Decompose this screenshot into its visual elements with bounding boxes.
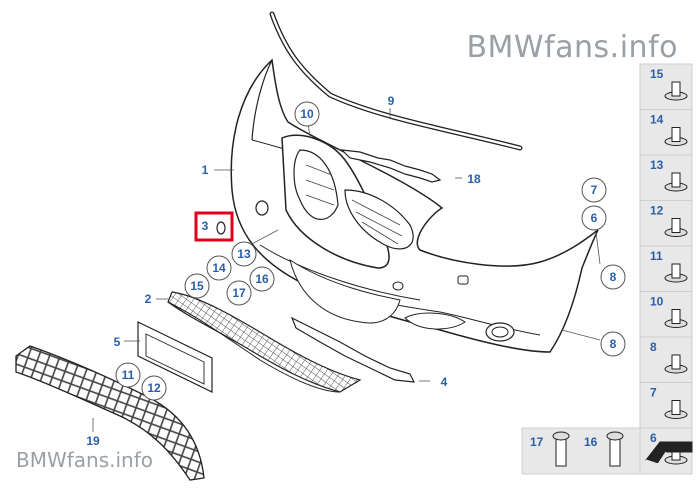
sidebar-part-8: 8	[640, 336, 692, 374]
sidebar-part-14: 14	[640, 109, 692, 146]
sidebar-part-number: 10	[650, 295, 664, 309]
sidebar-parts-list: 15 14 13 12 11 10 8 7 6	[640, 67, 692, 465]
sidebar-part-11: 11	[640, 245, 692, 283]
callout-8-c8b: 8	[600, 331, 626, 357]
sidebar-part-7: 7	[640, 382, 692, 419]
sidebar-part-number: 11	[650, 249, 663, 263]
callout-14-c14: 14	[206, 255, 232, 281]
callout-17-c17: 17	[226, 280, 252, 306]
callout-text: 6	[591, 211, 598, 225]
sidebar-part-number: 12	[650, 204, 664, 218]
sidebar-part-10: 10	[640, 291, 692, 328]
callout-text: 13	[237, 247, 251, 261]
bottom-part-number: 16	[584, 435, 598, 449]
callout-text: 11	[122, 368, 135, 382]
callout-text: 14	[212, 261, 226, 275]
parts-sidebar	[639, 63, 693, 475]
callout-6-c6: 6	[581, 205, 607, 231]
license-plate-bracket-part	[137, 321, 213, 393]
tow-hook-cover-part	[216, 221, 226, 235]
callout-19-c19: 19	[86, 434, 100, 448]
sidebar-part-number: 6	[650, 431, 657, 445]
callout-text: 9	[388, 94, 395, 108]
bottom-part-number: 17	[530, 435, 544, 449]
callout-1-c1: 1	[202, 163, 209, 177]
carrier-19-part	[15, 345, 205, 481]
callout-text: 5	[114, 335, 121, 349]
callout-10-c10: 10	[294, 101, 320, 127]
callout-text: 4	[441, 375, 448, 389]
bumper-trim-panel-part	[230, 58, 599, 353]
bottom-part-17: 17	[530, 431, 570, 467]
callout-text: 7	[591, 183, 598, 197]
sidebar-part-number: 7	[650, 386, 657, 400]
bracket-18-part	[340, 149, 442, 183]
callout-text: 19	[86, 434, 100, 448]
highlight-box	[194, 211, 234, 242]
callout-3-c3: 3	[194, 211, 234, 242]
watermark-top: BMWfans.info	[466, 30, 678, 65]
callout-15-c15: 15	[184, 273, 210, 299]
kidney-grille-part	[281, 134, 414, 269]
callout-text: 12	[147, 381, 161, 395]
callout-11-c11: 11	[115, 362, 141, 388]
sidebar-part-number: 15	[650, 67, 664, 81]
sidebar-part-number: 13	[650, 158, 664, 172]
sidebar-part-number: 14	[650, 113, 664, 127]
callout-text: 3	[202, 219, 209, 233]
callout-8-c8a: 8	[600, 264, 626, 290]
folded-arrow-icon	[645, 441, 693, 465]
callout-13-c13: 13	[231, 241, 257, 267]
lower-bracket-part	[290, 316, 416, 383]
callout-5-c5: 5	[114, 335, 121, 349]
watermark-bottom: BMWfans.info	[16, 448, 154, 472]
callout-text: 10	[300, 107, 314, 121]
callout-4-c4: 4	[441, 375, 448, 389]
callout-text: 2	[145, 292, 152, 306]
callout-12-c12: 12	[141, 375, 167, 401]
callout-text: 18	[467, 172, 481, 186]
sidebar-part-15: 15	[650, 67, 688, 101]
callout-18-c18: 18	[467, 172, 481, 186]
sidebar-part-13: 13	[640, 154, 692, 192]
bottom-part-16: 16	[584, 431, 624, 467]
callout-text: 8	[610, 337, 617, 351]
sidebar-part-12: 12	[640, 200, 692, 237]
sidebar-part-number: 8	[650, 340, 657, 354]
callout-text: 17	[232, 286, 246, 300]
callout-16-c16: 16	[249, 266, 275, 292]
callout-7-c7: 7	[581, 177, 607, 203]
callout-2-c2: 2	[145, 292, 152, 306]
callout-text: 16	[255, 272, 269, 286]
callout-text: 1	[202, 163, 209, 177]
callout-text: 8	[610, 270, 617, 284]
callout-9-c9: 9	[388, 94, 395, 108]
callout-text: 15	[190, 279, 204, 293]
